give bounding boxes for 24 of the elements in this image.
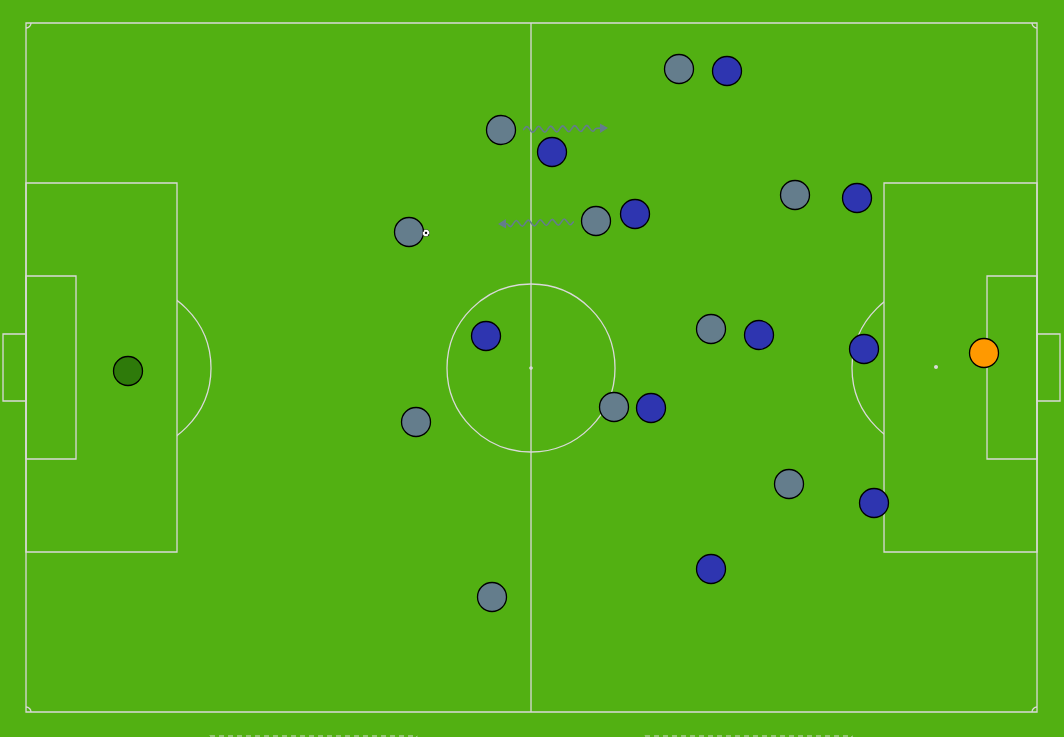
player-marker [112,355,144,387]
player-marker [968,337,1000,369]
run-arrow [498,218,575,229]
player-marker [536,136,568,168]
player-marker [695,313,727,345]
player-marker [743,319,775,351]
run-arrow [522,123,608,134]
player-marker [393,216,425,248]
player-marker [598,391,630,423]
player-marker [841,182,873,214]
player-marker [635,392,667,424]
player-marker [400,406,432,438]
player-marker [773,468,805,500]
player-marker [470,320,502,352]
player-marker [619,198,651,230]
player-marker [711,55,743,87]
player-marker [695,553,727,585]
player-marker [858,487,890,519]
player-marker [580,205,612,237]
player-marker [779,179,811,211]
player-marker [485,114,517,146]
player-marker [848,333,880,365]
player-marker [476,581,508,613]
player-marker [663,53,695,85]
